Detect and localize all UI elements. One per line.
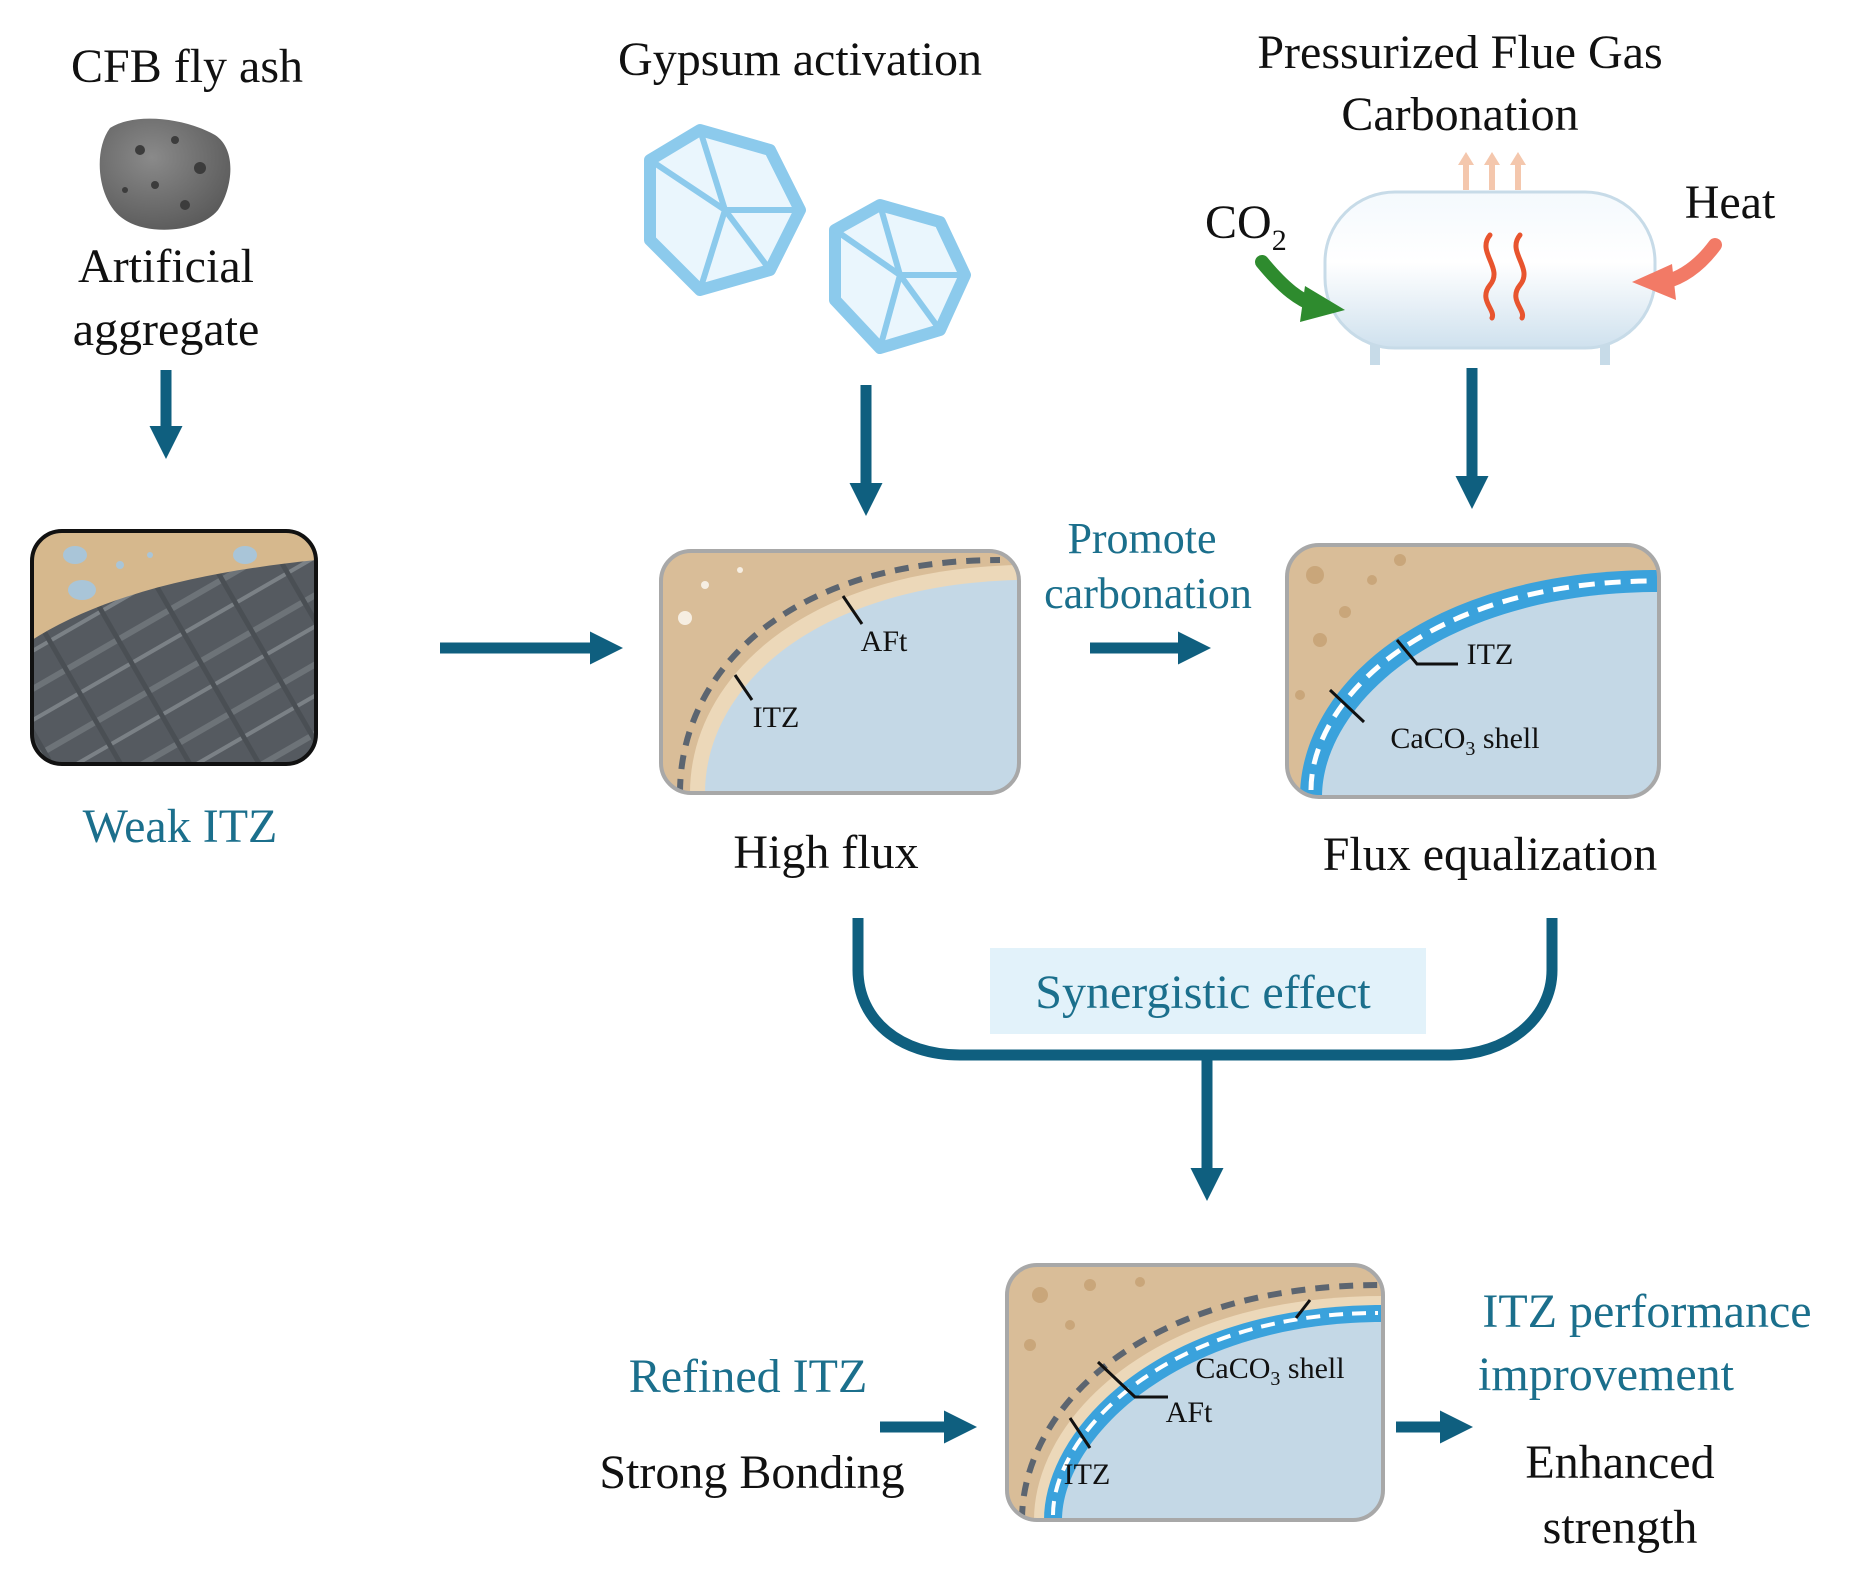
itz-performance-line1: ITZ performance (1482, 1285, 1811, 1338)
carbonation-title-line2: Carbonation (1341, 88, 1578, 141)
heat-wave-icon (1483, 232, 1527, 321)
promote-carbonation-line1: Promote (1067, 514, 1216, 563)
itz-performance-line2: improvement (1478, 1348, 1735, 1401)
flux-eq-itz-label: ITZ (1467, 638, 1514, 671)
high-flux-aft-label: AFt (861, 625, 908, 658)
co2-label-subscript: 2 (1272, 224, 1287, 257)
synergistic-effect-label: Synergistic effect (1035, 966, 1371, 1019)
flux-eq-shell-prefix: CaCO (1390, 722, 1465, 755)
flux-eq-shell-suffix: shell (1475, 722, 1539, 755)
enhanced-strength-line1: Enhanced (1525, 1436, 1714, 1489)
flux-equalization-panel (1285, 543, 1661, 799)
weak-itz-caption: Weak ITZ (83, 800, 278, 853)
fly-ash-particle-icon (99, 118, 231, 230)
promote-carbonation-line2: carbonation (1044, 569, 1252, 618)
result-shell-suffix: shell (1280, 1352, 1344, 1385)
high-flux-caption: High flux (733, 826, 918, 879)
flux-eq-shell-subscript: 3 (1465, 738, 1475, 760)
co2-label-text: CO (1205, 196, 1272, 249)
result-shell-subscript: 3 (1270, 1368, 1280, 1390)
heat-label: Heat (1685, 176, 1776, 229)
result-itz-label: ITZ (1064, 1458, 1111, 1491)
fly-ash-title: CFB fly ash (71, 40, 303, 93)
result-shell-prefix: CaCO (1195, 1352, 1270, 1385)
gypsum-crystal-icon (829, 199, 971, 354)
refined-itz-panel (1005, 1263, 1385, 1522)
high-flux-panel (659, 549, 1021, 795)
pressure-vessel-icon (1323, 152, 1657, 365)
artificial-aggregate-line2: aggregate (73, 303, 260, 356)
flux-eq-shell-label: CaCO3 shell (1390, 722, 1539, 760)
strong-bonding-label: Strong Bonding (599, 1446, 904, 1499)
gypsum-activation-title: Gypsum activation (618, 33, 982, 86)
result-shell-label: CaCO3 shell (1195, 1352, 1344, 1390)
synergistic-effect-box (990, 948, 1426, 1034)
heat-inflow-arrowhead (1632, 264, 1676, 300)
enhanced-strength-line2: strength (1543, 1501, 1698, 1554)
flux-equalization-caption: Flux equalization (1323, 828, 1658, 881)
refined-itz-label: Refined ITZ (629, 1350, 868, 1403)
high-flux-itz-label: ITZ (753, 701, 800, 734)
gypsum-crystal-icon (644, 124, 806, 296)
co2-inflow-arrowhead (1300, 286, 1345, 322)
artificial-aggregate-line1: Artificial (78, 240, 254, 293)
weak-itz-panel (30, 529, 318, 766)
carbonation-title-line1: Pressurized Flue Gas (1257, 26, 1662, 79)
result-aft-label: AFt (1166, 1396, 1213, 1429)
co2-label: CO2 (1205, 196, 1287, 257)
